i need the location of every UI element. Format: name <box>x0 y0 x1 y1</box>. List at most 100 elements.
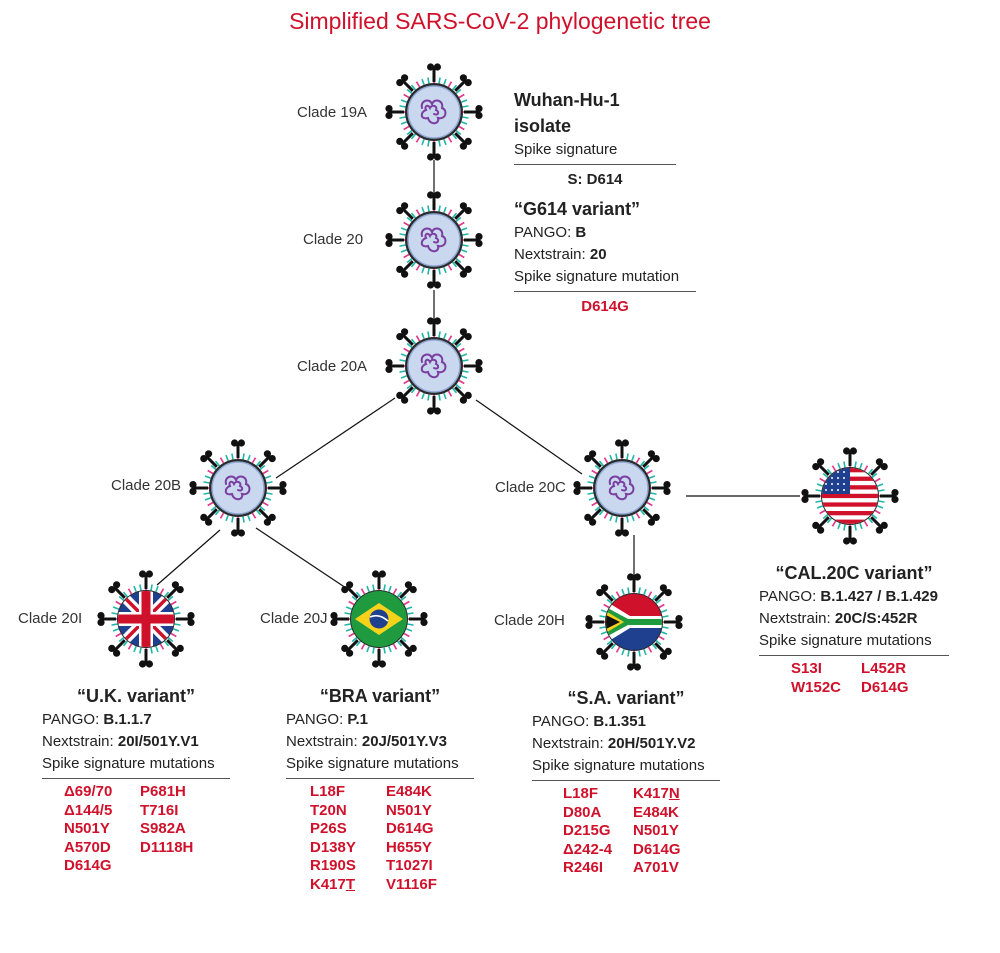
uk-name: “U.K. variant” <box>76 686 196 706</box>
mutation-item: D1118H <box>140 838 194 856</box>
uk-divider <box>42 778 230 779</box>
clade-label-20i: Clade 20I <box>18 610 83 627</box>
sa-info: “S.A. variant” PANGO: B.1.351 Nextstrain… <box>532 685 720 878</box>
mutation-item: T1027I <box>386 857 433 874</box>
virus-19a <box>385 63 483 161</box>
mutation-item: P681H <box>140 783 186 800</box>
mutation-item: R246I <box>563 859 604 876</box>
sa-spike-label: Spike signature mutations <box>532 757 705 774</box>
uk-flag <box>118 591 174 647</box>
virus-20j <box>330 570 428 668</box>
virus-20a <box>385 317 483 415</box>
mutation-item: D138Y <box>310 838 356 856</box>
mutation-item: N501Y <box>386 801 432 819</box>
sa-name: “S.A. variant” <box>567 688 685 708</box>
mutation-item: R190S <box>310 857 356 874</box>
mutation-item: K417T <box>310 875 356 893</box>
virus-cal <box>801 447 899 545</box>
mutation-item: K417N <box>633 785 680 802</box>
bra-spike-label: Spike signature mutations <box>286 755 459 772</box>
mutation-item: N501Y <box>633 822 679 839</box>
clade-label-19a: Clade 19A <box>297 104 368 121</box>
edge-20b-20j <box>255 527 347 589</box>
mutation-item: S13I <box>791 660 822 677</box>
mutation-item: H655Y <box>386 838 432 856</box>
mutation-item: Δ69/70 <box>64 783 113 800</box>
cal-pango: PANGO: B.1.427 / B.1.429 <box>759 588 938 605</box>
uk-nextstrain: Nextstrain: 20I/501Y.V1 <box>42 733 199 750</box>
cal-divider <box>759 655 949 656</box>
clade-label-20: Clade 20 <box>303 231 364 248</box>
mutation-item: L452R <box>861 660 907 677</box>
diagram-title: Simplified SARS-CoV-2 phylogenetic tree <box>289 8 711 34</box>
wuhan-signature: S: D614 <box>567 171 623 188</box>
g614-name: “G614 variant” <box>514 199 641 219</box>
cal-info: “CAL.20C variant” PANGO: B.1.427 / B.1.4… <box>759 560 949 697</box>
wuhan-info: Wuhan-Hu-1 isolate Spike signature S: D6… <box>514 87 676 191</box>
g614-mutation: D614G <box>581 298 629 315</box>
bra-divider <box>286 778 474 779</box>
mutation-item: A701V <box>633 859 679 876</box>
cal-spike-label: Spike signature mutations <box>759 632 932 649</box>
uk-info: “U.K. variant” PANGO: B.1.1.7 Nextstrain… <box>42 683 230 876</box>
g614-divider <box>514 291 696 292</box>
virus-20h <box>585 573 683 671</box>
clade-label-20a: Clade 20A <box>297 358 368 375</box>
wuhan-name: Wuhan-Hu-1 isolate <box>514 90 620 136</box>
clade-label-20j: Clade 20J <box>260 610 328 627</box>
cal-nextstrain: Nextstrain: 20C/S:452R <box>759 610 918 627</box>
mutation-item: T716I <box>140 801 179 819</box>
sa-nextstrain: Nextstrain: 20H/501Y.V2 <box>532 735 696 752</box>
mutation-item: E484K <box>386 783 432 800</box>
bra-name: “BRA variant” <box>319 686 441 706</box>
mutation-item: Δ144/5 <box>64 801 113 819</box>
g614-info: “G614 variant” PANGO: B Nextstrain: 20 S… <box>514 196 696 318</box>
sa-pango: PANGO: B.1.351 <box>532 713 646 730</box>
cal-name: “CAL.20C variant” <box>775 563 933 583</box>
virus-20 <box>385 191 483 289</box>
bra-info: “BRA variant” PANGO: P.1 Nextstrain: 20J… <box>286 683 474 894</box>
mutation-item: D215G <box>563 822 611 839</box>
sa-divider <box>532 780 720 781</box>
bra-pango: PANGO: P.1 <box>286 711 368 728</box>
mutation-item: P26S <box>310 820 347 837</box>
g614-nextstrain: Nextstrain: 20 <box>514 246 607 263</box>
mutation-item: D80A <box>563 803 602 821</box>
uk-spike-label: Spike signature mutations <box>42 755 215 772</box>
mutation-item: E484K <box>633 803 679 821</box>
mutation-item: S982A <box>140 820 186 837</box>
mutation-item: V1116F <box>386 875 437 893</box>
mutation-item: D614G <box>386 820 434 837</box>
mutation-item: N501Y <box>64 820 110 837</box>
wuhan-divider <box>514 164 676 165</box>
mutation-item: A570D <box>64 838 111 856</box>
mutation-item: W152C <box>791 678 842 696</box>
virus-20c <box>573 439 671 537</box>
g614-pango: PANGO: B <box>514 224 587 241</box>
clade-label-20c: Clade 20C <box>495 479 566 496</box>
virus-20i <box>97 570 195 668</box>
g614-spike-label: Spike signature mutation <box>514 268 680 285</box>
mutation-item: L18F <box>310 783 346 800</box>
mutation-item: D614G <box>861 678 909 696</box>
clade-label-20h: Clade 20H <box>494 612 565 629</box>
brazil-flag <box>351 591 407 647</box>
edge-20a-20b <box>275 397 396 479</box>
mutation-item: Δ242-4 <box>563 840 613 858</box>
mutation-item: L18F <box>563 785 599 802</box>
virus-20b <box>189 439 287 537</box>
mutation-item: T20N <box>310 801 347 819</box>
